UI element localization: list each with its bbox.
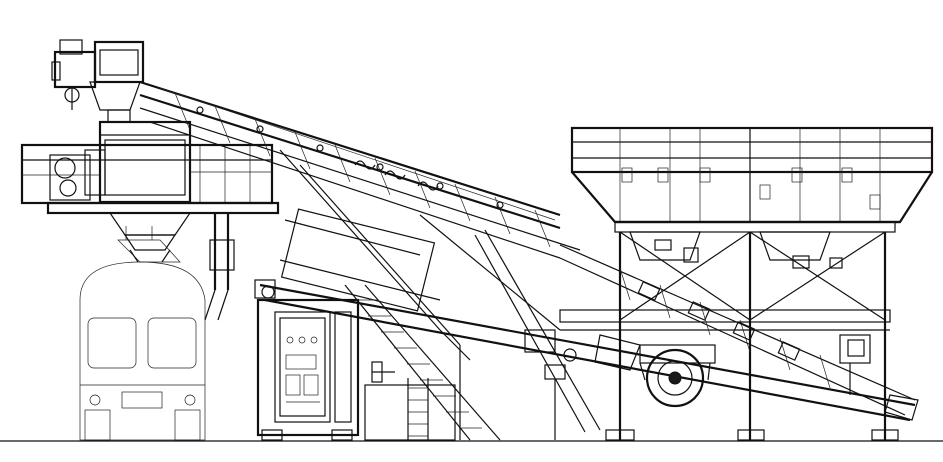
- mixer-unit: [20, 39, 280, 321]
- access-staircase: [344, 284, 566, 441]
- batching-conveyor: [254, 244, 919, 422]
- inclined-belt-conveyor: [139, 80, 601, 433]
- mixer-truck: [79, 226, 206, 441]
- control-cabinet: [256, 298, 360, 441]
- aggregate-bins: [559, 126, 934, 441]
- transport-axle: [639, 344, 716, 408]
